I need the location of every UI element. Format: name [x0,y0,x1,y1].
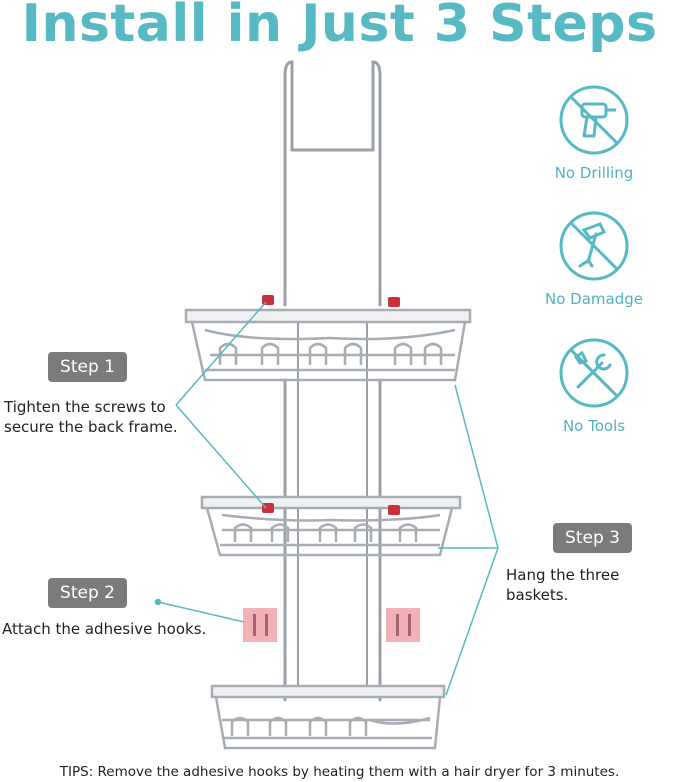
feature-no-damage: No Damadge [534,210,654,308]
step-1-text-line-1: Tighten the screws to [4,398,166,416]
step-3-text: Hang the three baskets. [506,565,679,605]
callout-lines [154,301,499,696]
step-2-text: Attach the adhesive hooks. [2,619,206,639]
step-2-text-line-1: Attach the adhesive hooks. [2,620,207,638]
basket-bottom [210,684,446,750]
no-tools-icon [559,338,629,408]
no-hammer-icon [559,211,629,281]
feature-label: No Tools [562,417,626,435]
step-3-badge: Step 3 [553,523,632,553]
page-title: Install in Just 3 Steps [21,0,658,54]
screw-markers [262,295,400,515]
tips-text: TIPS: Remove the adhesive hooks by heati… [59,764,620,780]
step-1-badge: Step 1 [48,352,127,382]
feature-no-drilling: No Drilling [534,84,654,182]
step-1-text: Tighten the screws to secure the back fr… [4,397,178,437]
step-1-text-line-2: secure the back frame. [4,418,178,436]
feature-label: No Drilling [554,164,634,182]
step-3-text-line-1: Hang the three baskets. [506,566,620,604]
no-drilling-icon [559,85,629,155]
feature-label: No Damadge [545,290,643,308]
basket-top [184,308,472,382]
basket-middle [200,495,462,557]
adhesive-hooks [243,608,420,642]
feature-no-tools: No Tools [534,337,654,435]
step-2-badge: Step 2 [48,578,127,608]
